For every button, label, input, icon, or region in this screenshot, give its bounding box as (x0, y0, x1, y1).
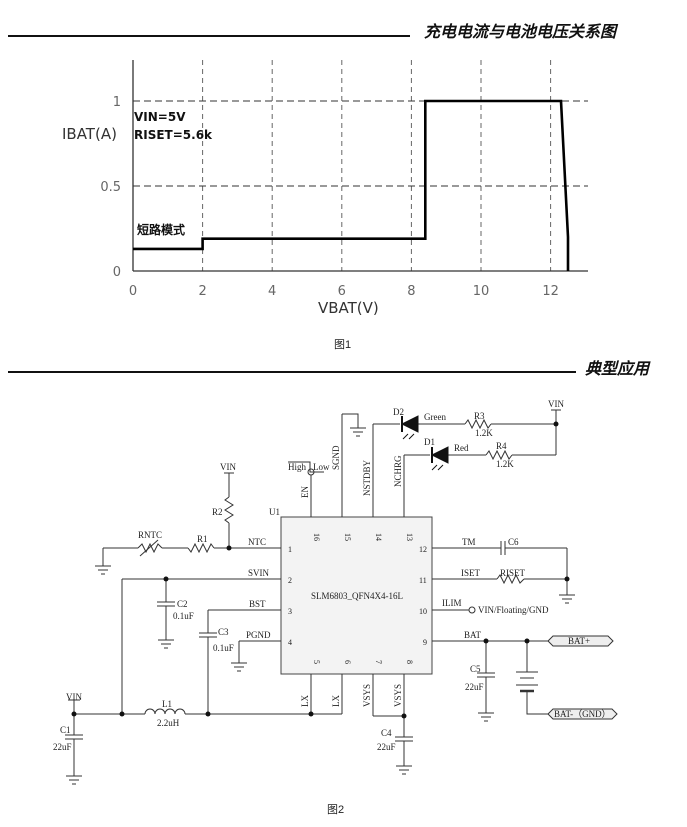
x-tick-label: 0 (129, 284, 137, 299)
label-l1: L1 (162, 699, 172, 709)
svg-text:1: 1 (288, 545, 292, 554)
net-bat: BAT (464, 630, 482, 640)
label-c1-val: 22uF (53, 742, 72, 752)
ic-body (280, 516, 433, 675)
label-c6: C6 (508, 537, 519, 547)
x-tick-label: 8 (407, 284, 415, 299)
section2-rule (8, 371, 576, 373)
net-vsys8: VSYS (393, 684, 403, 707)
y-tick-label: 0.5 (100, 180, 121, 195)
label-d2-color: Green (424, 412, 446, 422)
label-high: High (288, 462, 307, 472)
ic-part: SLM6803_QFN4X4-16L (311, 591, 403, 601)
label-r1: R1 (197, 534, 208, 544)
net-svin: SVIN (248, 568, 270, 578)
annotation-vin: VIN=5V (134, 110, 186, 124)
label-r4: R4 (496, 441, 507, 451)
svg-text:16: 16 (312, 533, 321, 541)
section2-title: 典型应用 (585, 359, 650, 378)
net-vsys7: VSYS (362, 684, 372, 707)
label-ilim-opt: VIN/Floating/GND (478, 605, 549, 615)
svg-text:3: 3 (288, 607, 292, 616)
annotation-short-mode: 短路模式 (137, 222, 185, 237)
net-sgnd: SGND (331, 445, 341, 470)
y-tick-label: 1 (113, 95, 121, 110)
net-ntc: NTC (248, 537, 266, 547)
net-bst: BST (249, 599, 266, 609)
net-pgnd: PGND (246, 630, 271, 640)
section1-rule (8, 35, 410, 37)
label-c4-val: 22uF (377, 742, 396, 752)
y-axis-label: IBAT(A) (62, 125, 117, 143)
svg-text:9: 9 (423, 638, 427, 647)
x-tick-label: 6 (338, 284, 346, 299)
label-c2-val: 0.1uF (173, 611, 194, 621)
x-tick-label: 2 (198, 284, 206, 299)
section1-title: 充电电流与电池电压关系图 (424, 22, 617, 41)
label-riset: RISET (500, 568, 526, 578)
label-c3-val: 0.1uF (213, 643, 234, 653)
label-c1: C1 (60, 725, 71, 735)
label-r3-val: 1.2K (475, 428, 493, 438)
x-tick-label: 10 (473, 284, 490, 299)
x-tick-label: 12 (542, 284, 559, 299)
series-ibat-line (133, 99, 570, 271)
label-l1-val: 2.2uH (157, 718, 180, 728)
label-c3: C3 (218, 627, 229, 637)
label-vin-r2: VIN (220, 462, 236, 472)
svg-text:14: 14 (374, 533, 383, 541)
chart: 0 2 4 6 8 10 12 0 0.5 1 IBAT(A) VBAT(V) VIN=5V R… (62, 60, 588, 317)
net-tm: TM (462, 537, 476, 547)
net-nchrg: NCHRG (393, 455, 403, 487)
svg-text:4: 4 (288, 638, 292, 647)
label-c5: C5 (470, 664, 481, 674)
svg-text:8: 8 (405, 660, 414, 664)
net-en: EN (300, 486, 310, 498)
y-tick-label: 0 (113, 265, 121, 280)
label-r3: R3 (474, 411, 485, 421)
figure1-caption: 图1 (334, 339, 352, 351)
svg-text:7: 7 (374, 660, 383, 664)
annotation-riset: RISET=5.6k (134, 128, 213, 142)
label-c4: C4 (381, 728, 392, 738)
svg-text:6: 6 (343, 660, 352, 664)
x-tick-label: 4 (268, 284, 276, 299)
label-d2: D2 (393, 407, 404, 417)
x-axis-label: VBAT(V) (318, 299, 379, 317)
svg-text:2: 2 (288, 576, 292, 585)
label-c2: C2 (177, 599, 188, 609)
net-iset: ISET (461, 568, 481, 578)
svg-text:12: 12 (419, 545, 427, 554)
label-d1: D1 (424, 437, 435, 447)
label-bat-plus: BAT+ (568, 636, 590, 646)
label-low: Low (313, 462, 330, 472)
ic-ref: U1 (269, 507, 280, 517)
net-lx6: LX (331, 695, 341, 707)
svg-text:10: 10 (419, 607, 427, 616)
label-d1-color: Red (454, 443, 469, 453)
net-ilim: ILIM (442, 598, 462, 608)
label-vin-c1: VIN (66, 692, 82, 702)
figure2-caption: 图2 (327, 804, 345, 816)
svg-text:13: 13 (405, 533, 414, 541)
svg-text:5: 5 (312, 660, 321, 664)
label-bat-minus: BAT-（GND） (554, 709, 611, 719)
label-c5-val: 22uF (465, 682, 484, 692)
label-r2: R2 (212, 507, 223, 517)
label-rntc: RNTC (138, 530, 162, 540)
label-r4-val: 1.2K (496, 459, 514, 469)
net-lx5: LX (300, 695, 310, 707)
svg-text:15: 15 (343, 533, 352, 541)
net-nstdby: NSTDBY (362, 459, 372, 496)
svg-text:11: 11 (419, 576, 427, 585)
label-vin-top: VIN (548, 399, 564, 409)
